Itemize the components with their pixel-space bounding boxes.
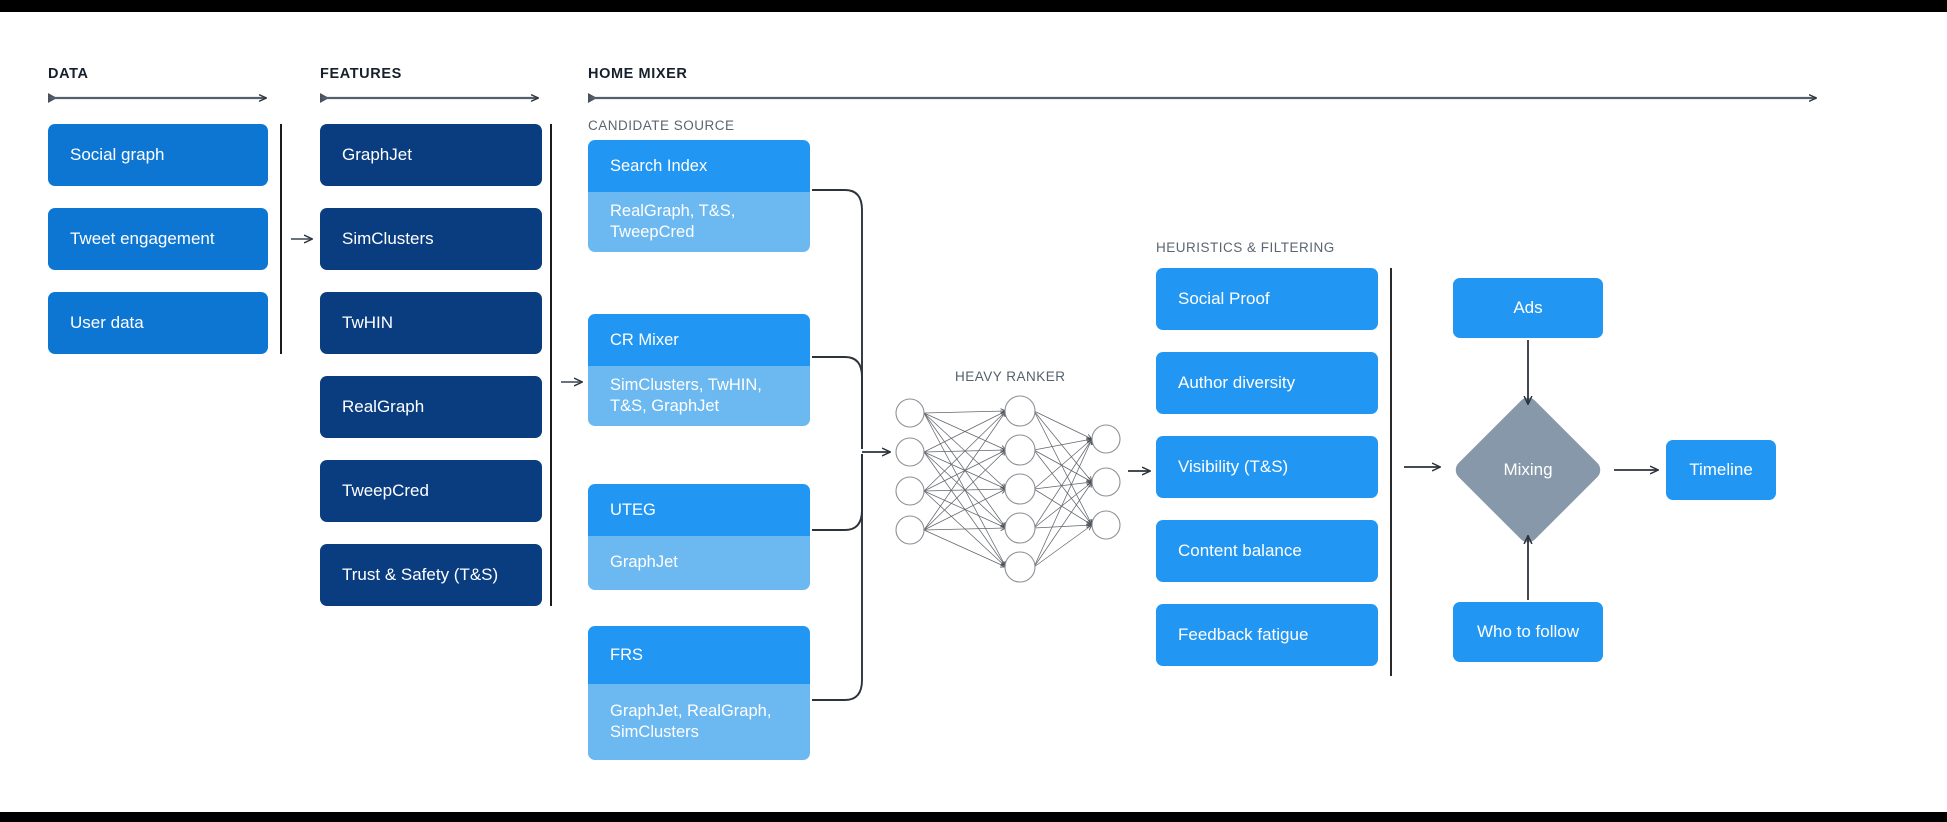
feature-box-label: TwHIN [342, 313, 393, 333]
feature-box-trust-and-safety[interactable]: Trust & Safety (T&S) [320, 544, 542, 606]
candidate-source-bracket [812, 189, 863, 701]
heuristic-box-label: Visibility (T&S) [1178, 457, 1289, 477]
data-box-label: User data [70, 313, 144, 333]
heuristic-box-feedback-fatigue[interactable]: Feedback fatigue [1156, 604, 1378, 666]
candidate-source-card-uteg[interactable]: UTEG GraphJet [588, 484, 810, 590]
feature-box-label: GraphJet [342, 145, 412, 165]
data-box-tweet-engagement[interactable]: Tweet engagement [48, 208, 268, 270]
header-axis-arrows [48, 93, 1816, 103]
heuristic-box-content-balance[interactable]: Content balance [1156, 520, 1378, 582]
heuristics-output-divider [1390, 268, 1392, 676]
candidate-source-name: UTEG [588, 484, 810, 536]
section-title-features: FEATURES [320, 66, 402, 82]
heuristic-box-label: Social Proof [1178, 289, 1270, 309]
feature-box-label: RealGraph [342, 397, 425, 417]
feature-box-simclusters[interactable]: SimClusters [320, 208, 542, 270]
candidate-source-card-frs[interactable]: FRS GraphJet, RealGraph, SimClusters [588, 626, 810, 760]
output-box-label: Who to follow [1476, 622, 1580, 642]
feature-box-twhin[interactable]: TwHIN [320, 292, 542, 354]
candidate-source-card-cr-mixer[interactable]: CR Mixer SimClusters, TwHIN, T&S, GraphJ… [588, 314, 810, 426]
heuristic-box-label: Author diversity [1178, 373, 1296, 393]
heavy-ranker-network [895, 395, 1121, 583]
output-box-label: Timeline [1689, 460, 1753, 480]
top-letterbox-bar [0, 0, 1947, 12]
section-title-heavy-ranker: HEAVY RANKER [955, 369, 1066, 384]
diagram-canvas: DATA FEATURES HOME MIXER CANDIDATE SOURC… [0, 12, 1947, 812]
output-box-who-to-follow[interactable]: Who to follow [1453, 602, 1603, 662]
candidate-source-features: GraphJet, RealGraph, SimClusters [588, 684, 810, 760]
feature-box-label: Trust & Safety (T&S) [342, 565, 499, 585]
feature-box-graphjet[interactable]: GraphJet [320, 124, 542, 186]
section-title-heuristics: HEURISTICS & FILTERING [1156, 240, 1335, 255]
heuristic-box-label: Feedback fatigue [1178, 625, 1309, 645]
data-box-label: Social graph [70, 145, 165, 165]
candidate-source-name: FRS [588, 626, 810, 684]
feature-box-label: TweepCred [342, 481, 429, 501]
feature-box-label: SimClusters [342, 229, 434, 249]
feature-box-realgraph[interactable]: RealGraph [320, 376, 542, 438]
candidate-source-card-search-index[interactable]: Search Index RealGraph, T&S, TweepCred [588, 140, 810, 252]
section-title-data: DATA [48, 66, 89, 82]
feature-box-tweepcred[interactable]: TweepCred [320, 460, 542, 522]
data-box-label: Tweet engagement [70, 229, 215, 249]
bottom-letterbox-bar [0, 812, 1947, 822]
section-title-home-mixer: HOME MIXER [588, 66, 688, 82]
section-title-candidate-source: CANDIDATE SOURCE [588, 118, 735, 133]
connector-overlay [48, 93, 1947, 701]
heuristic-box-author-diversity[interactable]: Author diversity [1156, 352, 1378, 414]
output-box-timeline[interactable]: Timeline [1666, 440, 1776, 500]
data-box-social-graph[interactable]: Social graph [48, 124, 268, 186]
candidate-source-name: CR Mixer [588, 314, 810, 366]
candidate-source-features: GraphJet [588, 536, 810, 590]
mixing-label: Mixing [1503, 460, 1553, 479]
heuristic-box-label: Content balance [1178, 541, 1302, 561]
heuristic-box-social-proof[interactable]: Social Proof [1156, 268, 1378, 330]
heuristic-box-visibility[interactable]: Visibility (T&S) [1156, 436, 1378, 498]
output-box-ads[interactable]: Ads [1453, 278, 1603, 338]
output-box-label: Ads [1513, 298, 1543, 318]
features-mixer-divider [550, 124, 552, 606]
data-box-user-data[interactable]: User data [48, 292, 268, 354]
candidate-source-name: Search Index [588, 140, 810, 192]
candidate-source-features: RealGraph, T&S, TweepCred [588, 192, 810, 252]
candidate-source-features: SimClusters, TwHIN, T&S, GraphJet [588, 366, 810, 426]
data-features-divider [280, 124, 282, 354]
